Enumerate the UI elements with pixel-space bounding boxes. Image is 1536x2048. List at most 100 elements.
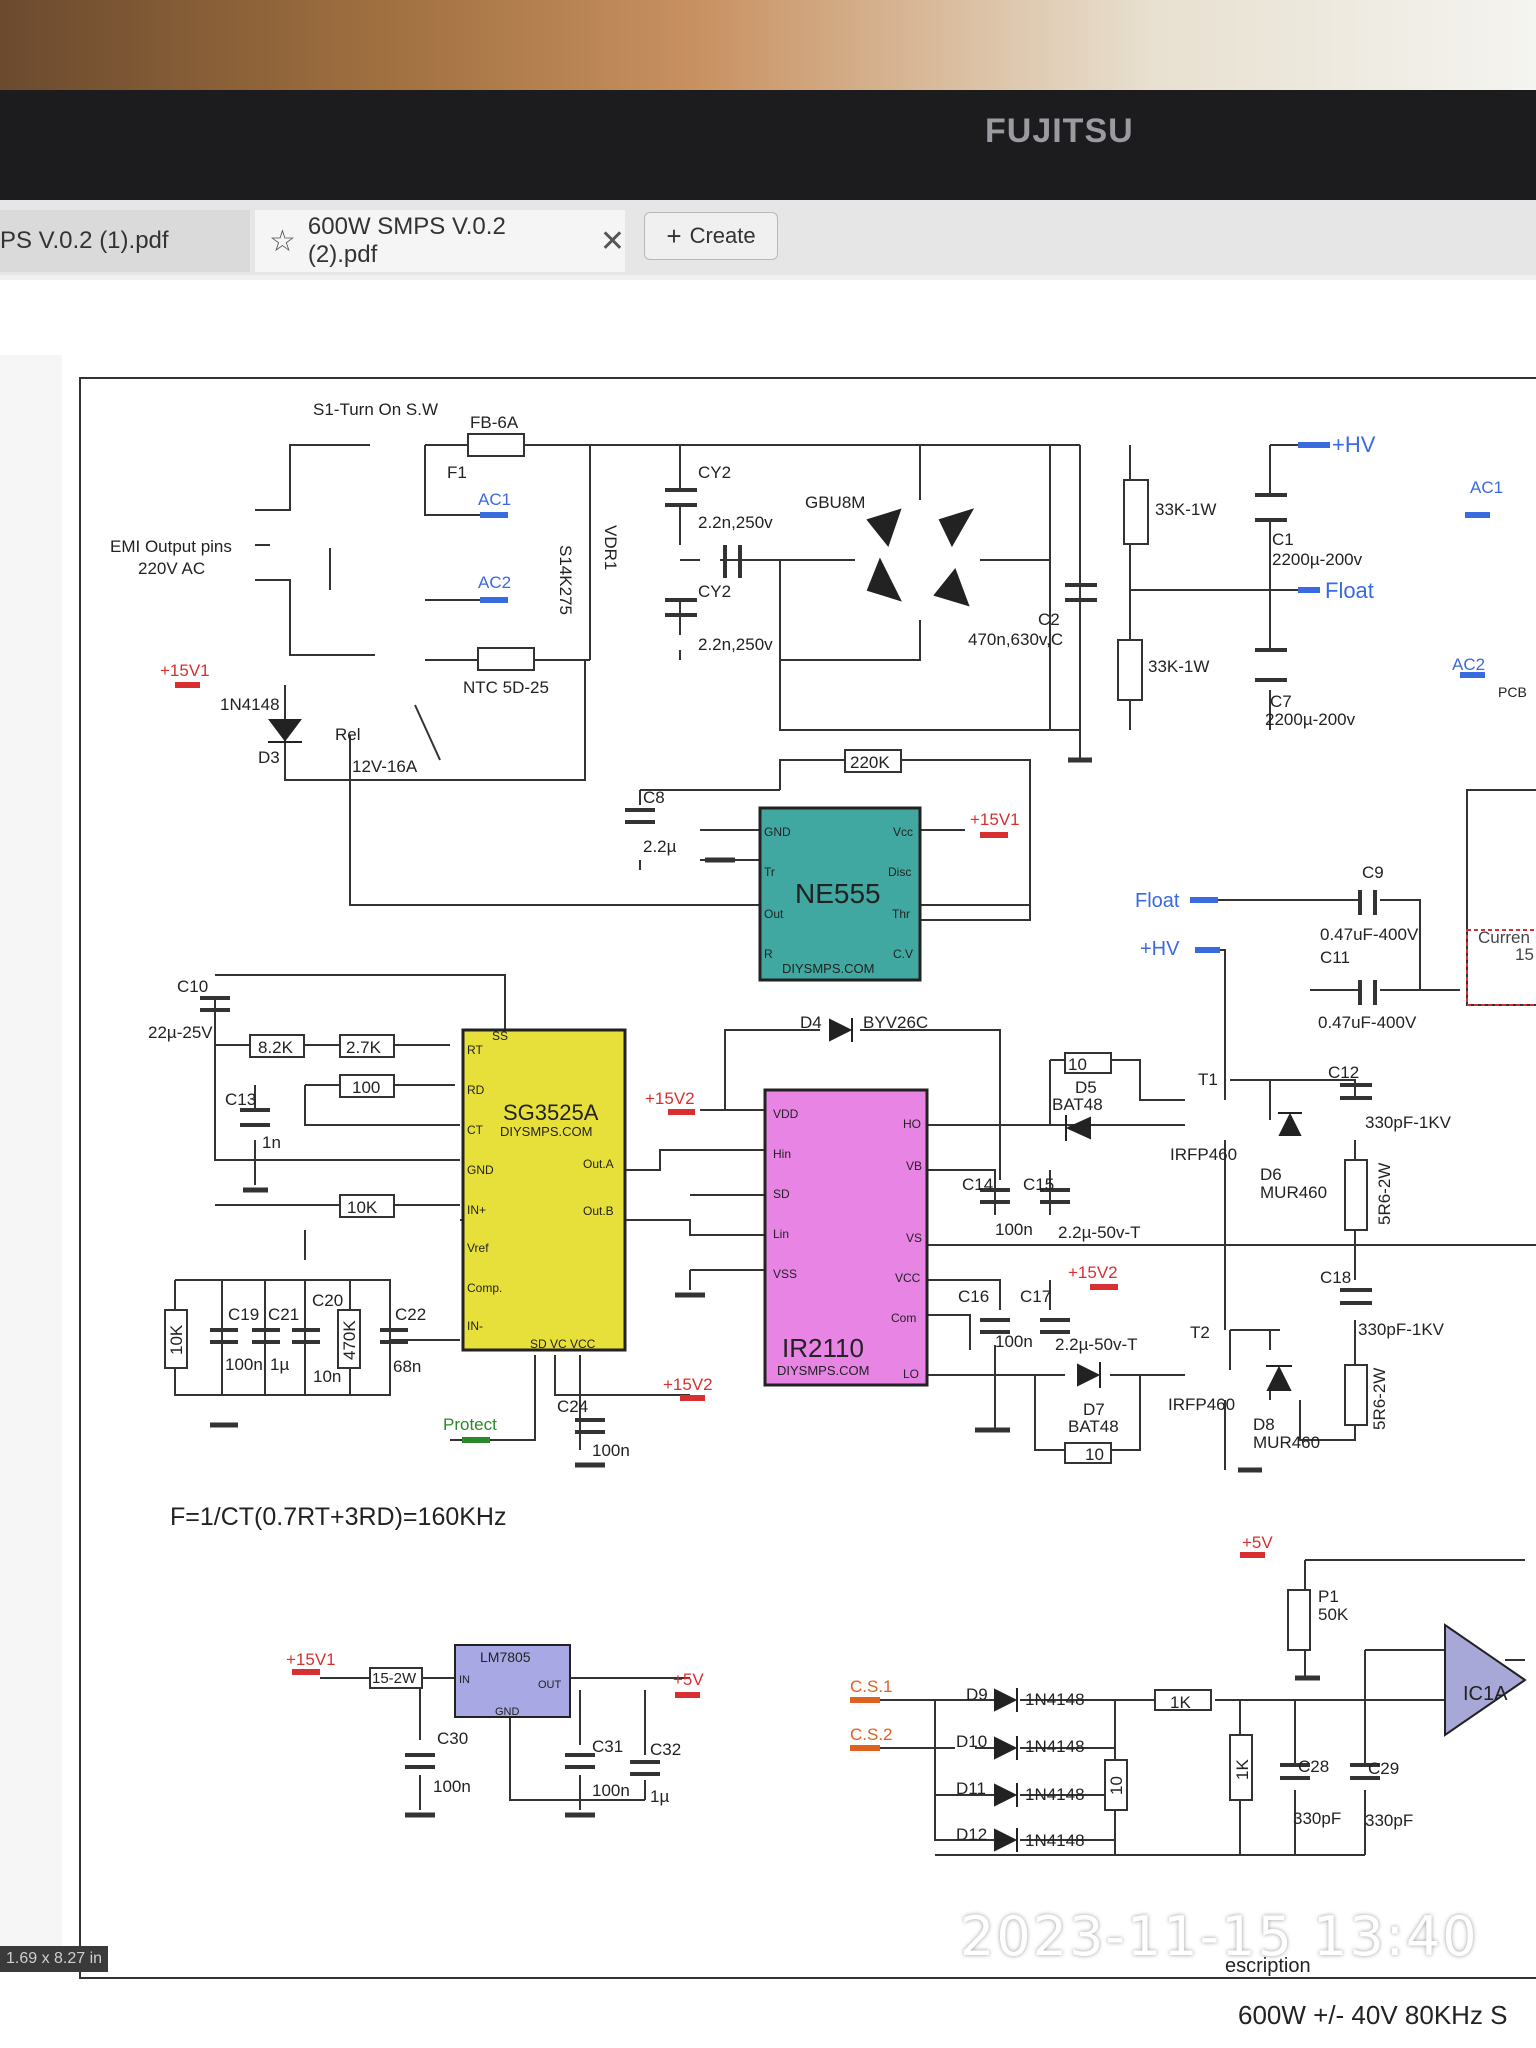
label-ne-site: DIYSMPS.COM (782, 961, 874, 976)
label-ir2110: IR2110 (782, 1333, 864, 1363)
label-sg-bottom: SD VC VCC (530, 1337, 596, 1351)
label-c11-val: 0.47uF-400V (1318, 1013, 1417, 1032)
label-ir-com: Com (891, 1311, 916, 1325)
label-c2-val: 470n,630v,C (968, 630, 1063, 649)
label-ne-thr: Thr (892, 907, 910, 921)
label-protect: Protect (443, 1415, 497, 1434)
label-cy2-b-val: 2.2n,250v (698, 635, 773, 654)
label-sg-site: DIYSMPS.COM (500, 1124, 592, 1139)
label-c12-val: 330pF-1KV (1365, 1113, 1452, 1132)
label-pcb: PCB (1498, 684, 1527, 700)
label-ac2-right: AC2 (1452, 655, 1485, 674)
label-ac2: AC2 (478, 573, 511, 592)
label-c10: C10 (177, 977, 208, 996)
create-button[interactable]: + Create (644, 212, 778, 260)
label-ir-sd: SD (773, 1187, 790, 1201)
star-icon[interactable]: ☆ (269, 224, 296, 258)
label-c16-val: 100n (995, 1332, 1033, 1351)
label-c19-val: 100n (225, 1355, 263, 1374)
label-d7: D7 (1083, 1400, 1105, 1419)
close-icon[interactable]: ✕ (599, 224, 625, 258)
tab-pdf-1[interactable]: PS V.0.2 (1).pdf (0, 210, 250, 272)
label-d4-part: BYV26C (863, 1013, 928, 1032)
label-c30: C30 (437, 1729, 468, 1748)
label-cy2-a-val: 2.2n,250v (698, 513, 773, 532)
label-t1-part: IRFP460 (1170, 1145, 1237, 1164)
label-8.2k: 8.2K (258, 1038, 294, 1057)
sg3525-chip (461, 1028, 627, 1352)
label-c28-val: 330pF (1293, 1809, 1341, 1828)
label-ac1-right: AC1 (1470, 478, 1503, 497)
label-c13-val: 1n (262, 1133, 281, 1152)
label-c20-val: 10n (313, 1367, 341, 1386)
description-heading: escription (1225, 1955, 1311, 1977)
label-ic1a: IC1A (1463, 1683, 1508, 1705)
monitor-brand-logo: FUJITSU (985, 112, 1134, 150)
label-current-sub: 15 (1515, 945, 1534, 964)
label-formula: F=1/CT(0.7RT+3RD)=160KHz (170, 1503, 506, 1531)
label-d4: D4 (800, 1013, 822, 1032)
label-c14: C14 (962, 1175, 993, 1194)
label-15v2-c24: +15V2 (663, 1375, 713, 1394)
label-c24: C24 (557, 1397, 588, 1416)
label-5r6-b: 5R6-2W (1370, 1368, 1389, 1430)
label-ir-vss: VSS (773, 1267, 797, 1281)
label-1k-v: 1K (1233, 1759, 1252, 1780)
label-t2: T2 (1190, 1323, 1210, 1342)
label-current: Curren (1478, 928, 1530, 947)
label-t2-part: IRFP460 (1168, 1395, 1235, 1414)
label-c1: C1 (1272, 530, 1294, 549)
label-33k-a: 33K-1W (1155, 500, 1216, 519)
label-c28: C28 (1298, 1757, 1329, 1776)
label-c15: C15 (1023, 1175, 1054, 1194)
label-5r6-a: 5R6-2W (1375, 1163, 1394, 1225)
label-c18: C18 (1320, 1268, 1351, 1287)
label-d7-part: BAT48 (1068, 1417, 1119, 1436)
tab-label: 600W SMPS V.0.2 (2).pdf (307, 213, 506, 268)
label-ir-vcc: VCC (895, 1271, 921, 1285)
photo-timestamp: 2023-11-15 13:40 (960, 1905, 1479, 1968)
label-15v1-ne: +15V1 (970, 810, 1020, 829)
label-lm-gnd: GND (495, 1706, 520, 1718)
label-c20: C20 (312, 1291, 343, 1310)
label-hv: +HV (1332, 432, 1376, 457)
label-emi-1: EMI Output pins (110, 537, 232, 556)
label-c8-val: 2.2µ (643, 837, 677, 856)
tab-pdf-2[interactable]: ☆ 600W SMPS V.0.2 (2).pdf ✕ (255, 210, 625, 272)
label-rel: Rel (335, 725, 361, 744)
label-lm7805: LM7805 (480, 1649, 531, 1665)
label-sg-inm: IN- (467, 1319, 483, 1333)
label-10k: 10K (347, 1198, 378, 1217)
label-c17-val: 2.2µ-50v-T (1055, 1335, 1138, 1354)
label-d10: D10 (956, 1732, 987, 1751)
label-c17: C17 (1020, 1287, 1051, 1306)
label-switch: S1-Turn On S.W (313, 400, 438, 419)
label-c12: C12 (1328, 1063, 1359, 1082)
ir2110-chip (763, 1088, 929, 1387)
label-c21-val: 1µ (270, 1355, 289, 1374)
label-lm-in: IN (459, 1674, 470, 1686)
label-c13: C13 (225, 1090, 256, 1109)
label-c7-val: 2200µ-200v (1265, 710, 1356, 729)
label-ir-vb: VB (906, 1159, 922, 1173)
label-c14-val: 100n (995, 1220, 1033, 1239)
label-ir-ho: HO (903, 1117, 921, 1131)
label-sg-inp: IN+ (467, 1203, 486, 1217)
label-sg-comp: Comp. (467, 1281, 502, 1295)
label-c19: C19 (228, 1305, 259, 1324)
label-r10-cs: 10 (1107, 1776, 1126, 1795)
label-bridge: GBU8M (805, 493, 865, 512)
plus-icon: + (666, 220, 682, 251)
label-c29: C29 (1368, 1759, 1399, 1778)
opamp-ic1a (1444, 1623, 1527, 1737)
label-fuse: FB-6A (470, 413, 519, 432)
label-ir-lin: Lin (773, 1227, 789, 1241)
tab-label: PS V.0.2 (1).pdf (0, 227, 169, 254)
label-d10-part: 1N4148 (1025, 1737, 1085, 1756)
label-c10-val: 22µ-25V (148, 1023, 213, 1042)
label-d8-part: MUR460 (1253, 1433, 1320, 1452)
label-sg-outa: Out.A (583, 1157, 614, 1171)
label-c30-val: 100n (433, 1777, 471, 1796)
create-label: Create (689, 223, 756, 248)
